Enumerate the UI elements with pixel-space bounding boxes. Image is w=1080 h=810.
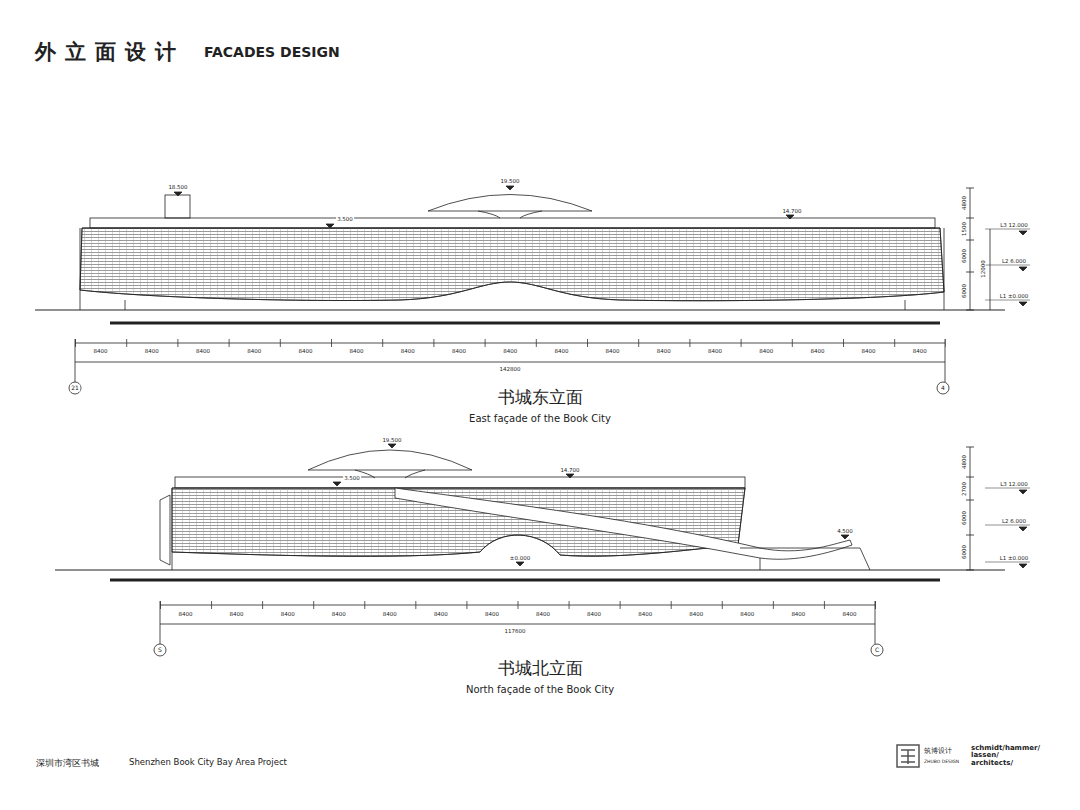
drawing-label: 书城东立面 <box>497 388 584 408</box>
drawing-label: 6000 <box>961 544 967 560</box>
drawing-label: 3.500 <box>343 475 361 481</box>
drawing-label: 117600 <box>504 628 527 634</box>
drawing-label: 21 <box>70 385 80 392</box>
drawing-label: 4800 <box>961 195 967 211</box>
drawing-label: FACADES DESIGN <box>203 44 341 60</box>
drawing-label: schmidt/hammer/ lassen/ architects/ <box>970 745 1038 767</box>
drawing-label: 4800 <box>961 454 967 470</box>
drawing-label: 8400 <box>553 348 569 354</box>
drawing-label: 8400 <box>484 611 500 617</box>
drawing-label: 1500 <box>961 221 967 237</box>
drawing-label: 8400 <box>790 611 806 617</box>
drawing-label: 8400 <box>144 348 160 354</box>
drawing-label: 142800 <box>499 366 522 372</box>
drawing-label: North façade of the Book City <box>465 684 615 696</box>
drawing-label: 12000 <box>980 259 986 279</box>
drawing-label: 筑博设计 <box>923 748 953 755</box>
drawing-label: 6000 <box>961 510 967 526</box>
drawing-label: L2 6.000 <box>1001 518 1027 524</box>
drawing-label: 8400 <box>605 348 621 354</box>
drawing-label: 8400 <box>93 348 109 354</box>
drawing-label: 8400 <box>707 348 723 354</box>
drawing-label: 8400 <box>331 611 347 617</box>
drawing-label: 8400 <box>688 611 704 617</box>
drawing-label: L2 6.000 <box>1001 258 1027 264</box>
drawing-label: L1 ±0.000 <box>999 293 1030 299</box>
drawing-label: 18.500 <box>167 184 188 190</box>
drawing-label: ±0.000 <box>509 555 531 561</box>
drawing-label: 19.500 <box>381 437 402 443</box>
drawing-label: 6000 <box>961 248 967 264</box>
drawing-label: 2700 <box>961 481 967 497</box>
drawing-label: 8400 <box>841 611 857 617</box>
drawing-label: 8400 <box>809 348 825 354</box>
drawing-label: 4.500 <box>836 528 854 534</box>
page-title: 外立面设计 <box>35 40 185 64</box>
drawing-label: ZHUBO DESIGN <box>923 759 960 764</box>
drawing-label: 8400 <box>912 348 928 354</box>
drawing-label: East façade of the Book City <box>468 413 612 425</box>
drawing-label: 8400 <box>178 611 194 617</box>
drawing-label: 8400 <box>586 611 602 617</box>
drawing-label: L3 12.000 <box>999 222 1029 228</box>
drawing-label: 14.700 <box>781 208 802 214</box>
drawing-label: 8400 <box>195 348 211 354</box>
drawing-label: S <box>157 647 163 654</box>
drawing-label: 8400 <box>502 348 518 354</box>
drawing-label: 8400 <box>535 611 551 617</box>
drawing-label: 4 <box>940 385 946 392</box>
drawing-label: L1 ±0.000 <box>999 555 1030 561</box>
drawing-label: 书城北立面 <box>497 659 584 679</box>
drawing-label: 8400 <box>656 348 672 354</box>
drawing-label: 6000 <box>961 283 967 299</box>
drawing-label: 8400 <box>349 348 365 354</box>
drawing-label: 8400 <box>451 348 467 354</box>
drawing-label: 3.500 <box>336 216 354 222</box>
drawing-label: 8400 <box>739 611 755 617</box>
drawing-label: 8400 <box>280 611 296 617</box>
drawing-label: 14.700 <box>559 467 580 473</box>
drawing-label: 8400 <box>758 348 774 354</box>
drawing-label: 8400 <box>861 348 877 354</box>
drawing-label: 8400 <box>433 611 449 617</box>
drawing-label: 8400 <box>229 611 245 617</box>
drawing-label: L3 12.000 <box>999 481 1029 487</box>
drawing-label: 19.500 <box>499 178 520 184</box>
drawing-label: 深圳市湾区书城 <box>35 758 100 768</box>
drawing-label: 8400 <box>637 611 653 617</box>
drawing-label: 8400 <box>400 348 416 354</box>
drawing-label: Shenzhen Book City Bay Area Project <box>128 758 288 768</box>
drawing-label: 8400 <box>297 348 313 354</box>
drawing-label: C <box>874 647 880 654</box>
drawing-label: 8400 <box>382 611 398 617</box>
drawing-label: 8400 <box>246 348 262 354</box>
